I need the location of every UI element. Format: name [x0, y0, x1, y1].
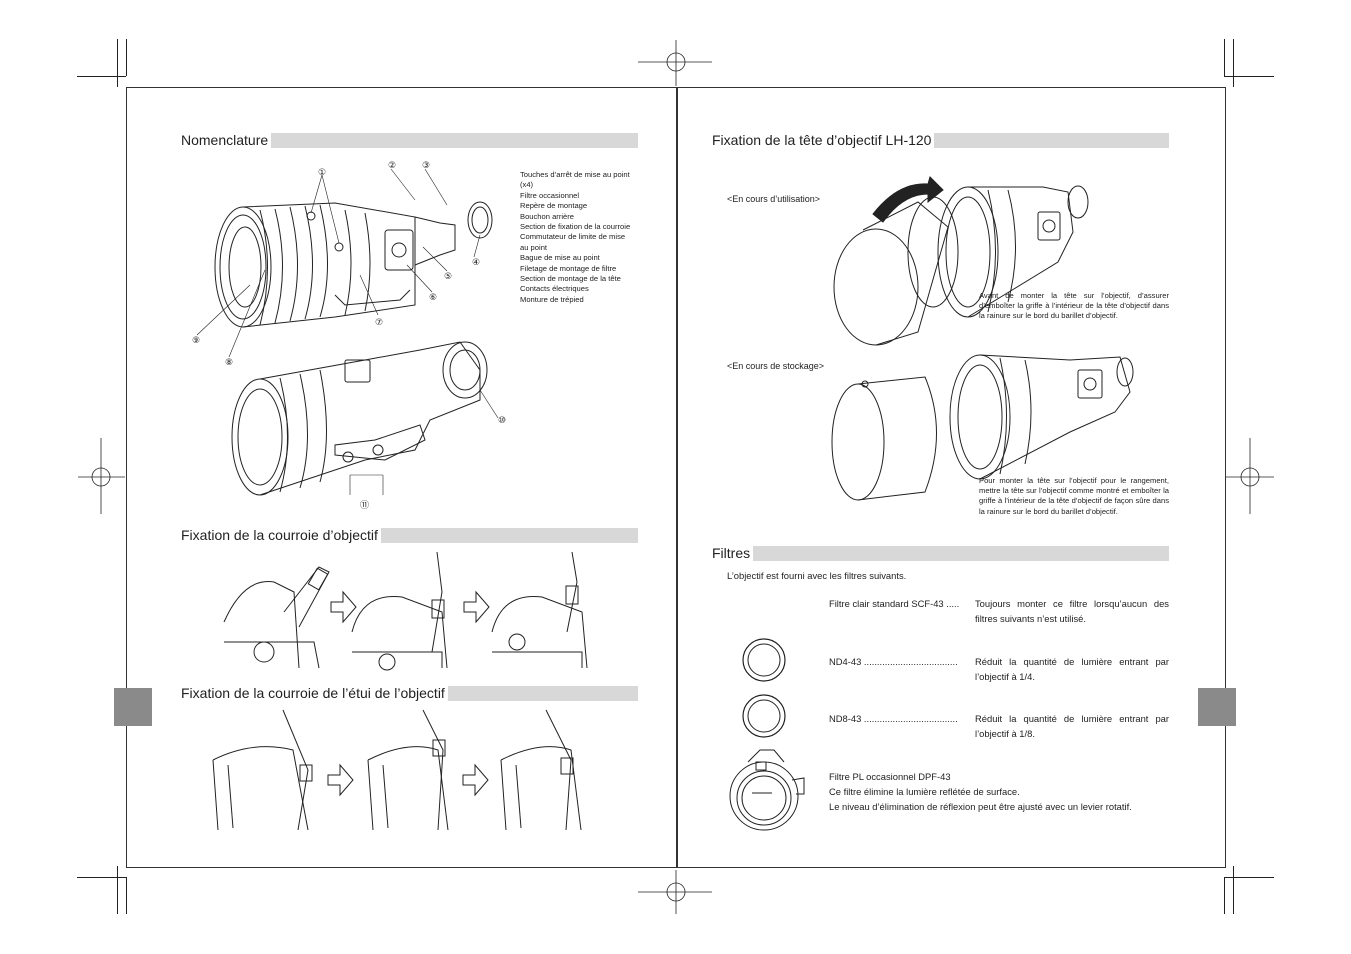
pl-filter-desc-1: Ce filtre élimine la lumière reflétée de…	[829, 786, 1020, 797]
filters-intro: L’objectif est fourni avec les filtres s…	[727, 570, 907, 581]
callout: ⑨	[192, 336, 200, 346]
case-strap-steps-illustration	[212, 709, 582, 831]
list-item: Section de fixation de la courroie	[520, 222, 631, 232]
section-bar	[934, 132, 1169, 148]
pl-filter-desc-2: Le niveau d’élimination de réflexion peu…	[829, 801, 1132, 812]
section-title: Nomenclature	[181, 132, 269, 148]
case-strap-heading: Fixation de la courroie de l’étui de l’o…	[181, 684, 638, 702]
list-item: Contacts électriques	[520, 284, 589, 294]
section-title: Fixation de la courroie de l’étui de l’o…	[181, 685, 445, 701]
filter-desc: Réduit la quantité de lumière entrant pa…	[975, 713, 1169, 739]
section-title: Filtres	[712, 545, 751, 561]
strap-heading: Fixation de la courroie d’objectif	[181, 526, 638, 544]
left-thumb-tab	[114, 688, 152, 726]
section-title: Fixation de la courroie d’objectif	[181, 527, 378, 543]
callout: ⑪	[360, 500, 369, 511]
nomenclature-list: Touches d’arrêt de mise au point (x4) Fi…	[520, 170, 645, 305]
callout: ②	[388, 161, 396, 171]
list-item: Filtre occasionnel	[520, 190, 580, 200]
list-item: au point	[520, 242, 548, 252]
hood-heading: Fixation de la tête d’objectif LH-120	[712, 131, 1169, 149]
strap-steps-illustration	[223, 551, 588, 671]
lens-illustration-rear: ⑩ ⑪	[231, 341, 506, 511]
storage-note: Pour monter la tête sur l’objectif pour …	[979, 476, 1169, 516]
in-use-note: Avant de monter la tête sur l’objectif, …	[979, 291, 1169, 321]
in-use-label: <En cours d’utilisation>	[727, 194, 821, 204]
callout: ⑥	[429, 293, 437, 303]
list-item: Commutateur de limite de mise	[520, 232, 626, 242]
list-item: Touches d’arrêt de mise au point	[520, 170, 630, 179]
right-thumb-tab	[1198, 688, 1236, 726]
storage-label: <En cours de stockage>	[727, 361, 825, 371]
pl-filter-icon	[729, 749, 805, 831]
callout: ⑦	[375, 318, 383, 328]
callout: ⑤	[444, 272, 452, 282]
section-title: Fixation de la tête d’objectif LH-120	[712, 132, 932, 148]
list-item: Repère de montage	[520, 201, 588, 211]
nd4-filter-icon	[742, 638, 786, 682]
filters-heading: Filtres	[712, 544, 1169, 562]
list-item: Section de montage de la tête	[520, 274, 621, 284]
filter-name: ND8-43 .................................…	[829, 713, 958, 724]
callout: ③	[422, 161, 430, 171]
list-item: Bague de mise au point	[520, 253, 600, 263]
left-page-frame	[126, 87, 678, 868]
nd8-filter-icon	[742, 694, 786, 738]
callout: ⑩	[498, 416, 506, 426]
filter-name: ND4-43 .................................…	[829, 656, 958, 667]
lens-illustration-front: ① ② ③ ④ ⑤ ⑥ ⑦ ⑧ ⑨	[192, 161, 493, 368]
list-item: Bouchon arrière	[520, 211, 575, 221]
hood-in-use-illustration	[833, 176, 1089, 346]
hood-storage-illustration	[831, 354, 1134, 501]
nomenclature-heading: Nomenclature	[181, 131, 638, 149]
filter-desc: Toujours monter ce filtre lorsqu’aucun d…	[975, 598, 1169, 624]
pl-filter-text: Filtre PL occasionnel DPF-43 Ce filtre é…	[829, 769, 1132, 814]
list-item: Monture de trépied	[520, 294, 584, 304]
callout: ⑧	[225, 358, 233, 368]
section-bar	[380, 527, 638, 543]
filter-name: Filtre clair standard SCF-43 .....	[829, 598, 960, 609]
list-item: (x4)	[520, 180, 534, 190]
section-bar	[447, 685, 638, 701]
callout: ①	[318, 168, 326, 178]
right-page-frame	[676, 87, 1226, 868]
callout: ④	[472, 258, 480, 268]
section-bar	[753, 545, 1169, 561]
filter-desc: Réduit la quantité de lumière entrant pa…	[975, 656, 1169, 682]
section-bar	[271, 132, 638, 148]
pl-filter-name: Filtre PL occasionnel DPF-43	[829, 771, 951, 782]
list-item: Filetage de montage de filtre	[520, 263, 617, 273]
